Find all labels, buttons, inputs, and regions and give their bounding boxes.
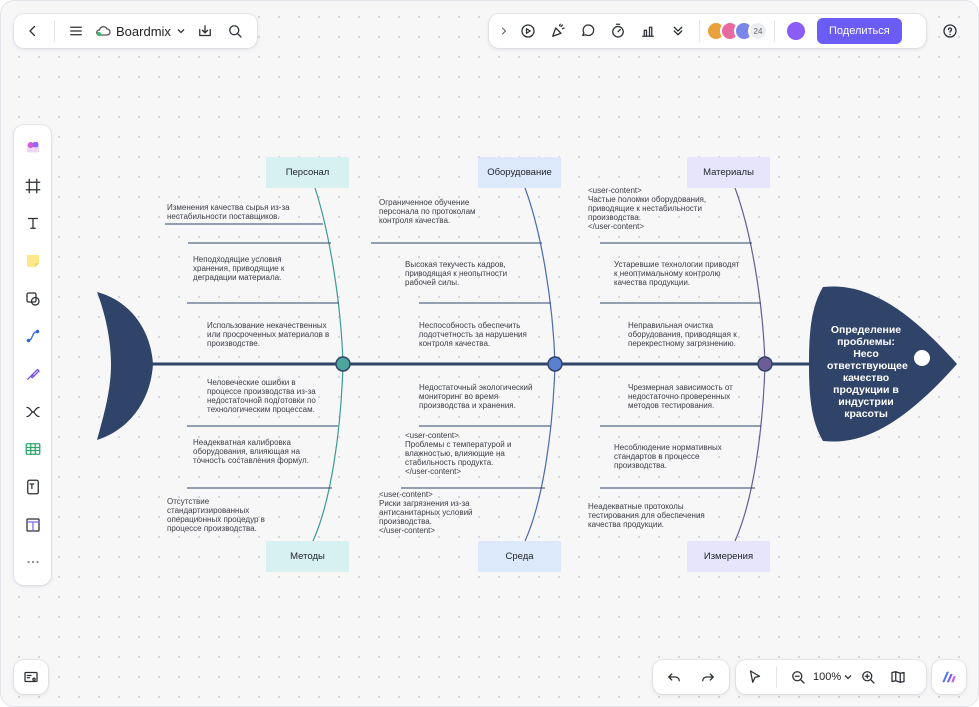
node-materials-measurements bbox=[757, 356, 773, 372]
cause-label[interactable]: <user-content> Частые поломки оборудован… bbox=[588, 186, 707, 231]
more-chevron-icon[interactable] bbox=[663, 16, 693, 46]
undo-icon[interactable] bbox=[659, 662, 689, 692]
brand-name: Boardmix bbox=[116, 23, 171, 39]
menu-icon[interactable] bbox=[61, 16, 91, 46]
cause-label[interactable]: Устаревшие технологии приводят к неоптим… bbox=[614, 260, 740, 287]
zoom-in-icon[interactable] bbox=[853, 662, 883, 692]
minimap-icon[interactable] bbox=[16, 662, 46, 692]
templates-icon[interactable] bbox=[18, 131, 48, 166]
fish-eye bbox=[914, 350, 930, 366]
frame-icon[interactable] bbox=[18, 168, 48, 203]
chevron-down-icon bbox=[844, 675, 852, 680]
more-tools-icon[interactable] bbox=[18, 545, 48, 580]
cause-label[interactable]: Человеческие ошибки в процессе производс… bbox=[207, 378, 316, 414]
book-icon[interactable] bbox=[883, 662, 913, 692]
divider bbox=[774, 20, 775, 42]
search-icon[interactable] bbox=[220, 16, 250, 46]
minimap-panel bbox=[14, 660, 48, 694]
kanban-icon[interactable] bbox=[18, 507, 48, 542]
help-icon[interactable] bbox=[935, 16, 965, 46]
bone-measurements bbox=[734, 363, 766, 542]
mindmap-icon[interactable] bbox=[18, 394, 48, 429]
cause-label[interactable]: Высокая текучесть кадров, приводящая к н… bbox=[405, 260, 508, 287]
fish-tail bbox=[97, 292, 153, 440]
category-personnel[interactable]: Персонал bbox=[266, 157, 349, 188]
top-left-toolbar: Boardmix bbox=[14, 14, 257, 48]
cause-label[interactable]: Чрезмерная зависимость от недостаточно п… bbox=[628, 383, 733, 410]
pen-icon[interactable] bbox=[18, 357, 48, 392]
zoom-level: 100% bbox=[813, 671, 842, 683]
connector-icon[interactable] bbox=[18, 319, 48, 354]
collaborators[interactable]: 24 bbox=[706, 21, 768, 41]
bone-methods bbox=[312, 363, 344, 542]
fish-head bbox=[809, 286, 957, 442]
divider bbox=[54, 20, 55, 42]
top-right-toolbar: 24 Поделиться bbox=[489, 14, 926, 48]
text-icon[interactable] bbox=[18, 206, 48, 241]
comment-icon[interactable] bbox=[573, 16, 603, 46]
document-icon[interactable] bbox=[18, 470, 48, 505]
zoom-out-icon[interactable] bbox=[783, 662, 813, 692]
table-icon[interactable] bbox=[18, 432, 48, 467]
cause-label[interactable]: Несоблюдение нормативных стандартов в пр… bbox=[614, 443, 722, 470]
zoom-panel: 100% bbox=[736, 660, 926, 694]
bone-equipment bbox=[524, 187, 556, 365]
shapes-icon[interactable] bbox=[18, 281, 48, 316]
ai-assistant-icon[interactable] bbox=[934, 662, 964, 692]
redo-icon[interactable] bbox=[693, 662, 723, 692]
select-cursor-icon[interactable] bbox=[740, 662, 770, 692]
current-user-avatar[interactable] bbox=[785, 20, 807, 42]
cause-label[interactable]: Отсутствие стандартизированных операцион… bbox=[167, 497, 265, 533]
cloud-icon bbox=[96, 26, 111, 36]
undo-redo-panel bbox=[653, 660, 729, 694]
category-materials[interactable]: Материалы bbox=[687, 157, 770, 188]
chevron-down-icon bbox=[177, 29, 185, 34]
sticky-note-icon[interactable] bbox=[18, 244, 48, 279]
share-button[interactable]: Поделиться bbox=[817, 18, 902, 44]
download-icon[interactable] bbox=[190, 16, 220, 46]
cause-label[interactable]: Недостаточный экологический мониторинг в… bbox=[419, 383, 533, 410]
brand-dropdown[interactable]: Boardmix bbox=[91, 24, 190, 39]
cause-label[interactable]: Неподходящие условия хранения, приводящи… bbox=[193, 255, 285, 282]
cause-label[interactable]: <user-content> Риски загрязнения из-за а… bbox=[379, 490, 473, 535]
bone-materials bbox=[734, 187, 766, 365]
cause-label[interactable]: Ограниченное обучение персонала по прото… bbox=[379, 198, 476, 225]
cause-label[interactable]: Неадекватные протоколы тестирования для … bbox=[588, 502, 705, 529]
present-play-icon[interactable] bbox=[513, 16, 543, 46]
node-equipment-environment bbox=[547, 356, 563, 372]
collapse-chevron-icon[interactable] bbox=[495, 16, 513, 46]
collaborator-count: 24 bbox=[748, 21, 768, 41]
left-tool-rail bbox=[14, 125, 51, 585]
bone-environment bbox=[524, 363, 556, 542]
vote-icon[interactable] bbox=[633, 16, 663, 46]
category-equipment[interactable]: Оборудование bbox=[478, 157, 561, 188]
problem-statement[interactable]: Определение проблемы: Несо ответствующее… bbox=[827, 324, 908, 420]
category-environment[interactable]: Среда bbox=[478, 541, 561, 572]
cause-label[interactable]: Неспособность обеспечить подотчетность з… bbox=[419, 321, 527, 348]
cause-label[interactable]: Изменения качества сырья из-за нестабиль… bbox=[167, 203, 290, 221]
back-chevron-icon[interactable] bbox=[18, 16, 48, 46]
category-measurements[interactable]: Измерения bbox=[687, 541, 770, 572]
zoom-level-dropdown[interactable]: 100% bbox=[813, 671, 853, 683]
bone-personnel bbox=[314, 187, 344, 365]
category-methods[interactable]: Методы bbox=[266, 541, 349, 572]
timer-icon[interactable] bbox=[603, 16, 633, 46]
divider bbox=[776, 666, 777, 688]
cause-label[interactable]: Неадекватная калибровка оборудования, вл… bbox=[193, 438, 309, 465]
node-personnel-methods bbox=[335, 356, 351, 372]
celebrate-icon[interactable] bbox=[543, 16, 573, 46]
cause-label[interactable]: Неправильная очистка оборудования, приво… bbox=[628, 321, 737, 348]
divider bbox=[699, 20, 700, 42]
ai-panel bbox=[932, 660, 966, 694]
cause-label[interactable]: <user-content> Проблемы с температурой и… bbox=[405, 431, 512, 476]
cause-label[interactable]: Использование некачественных или просроч… bbox=[207, 321, 330, 348]
